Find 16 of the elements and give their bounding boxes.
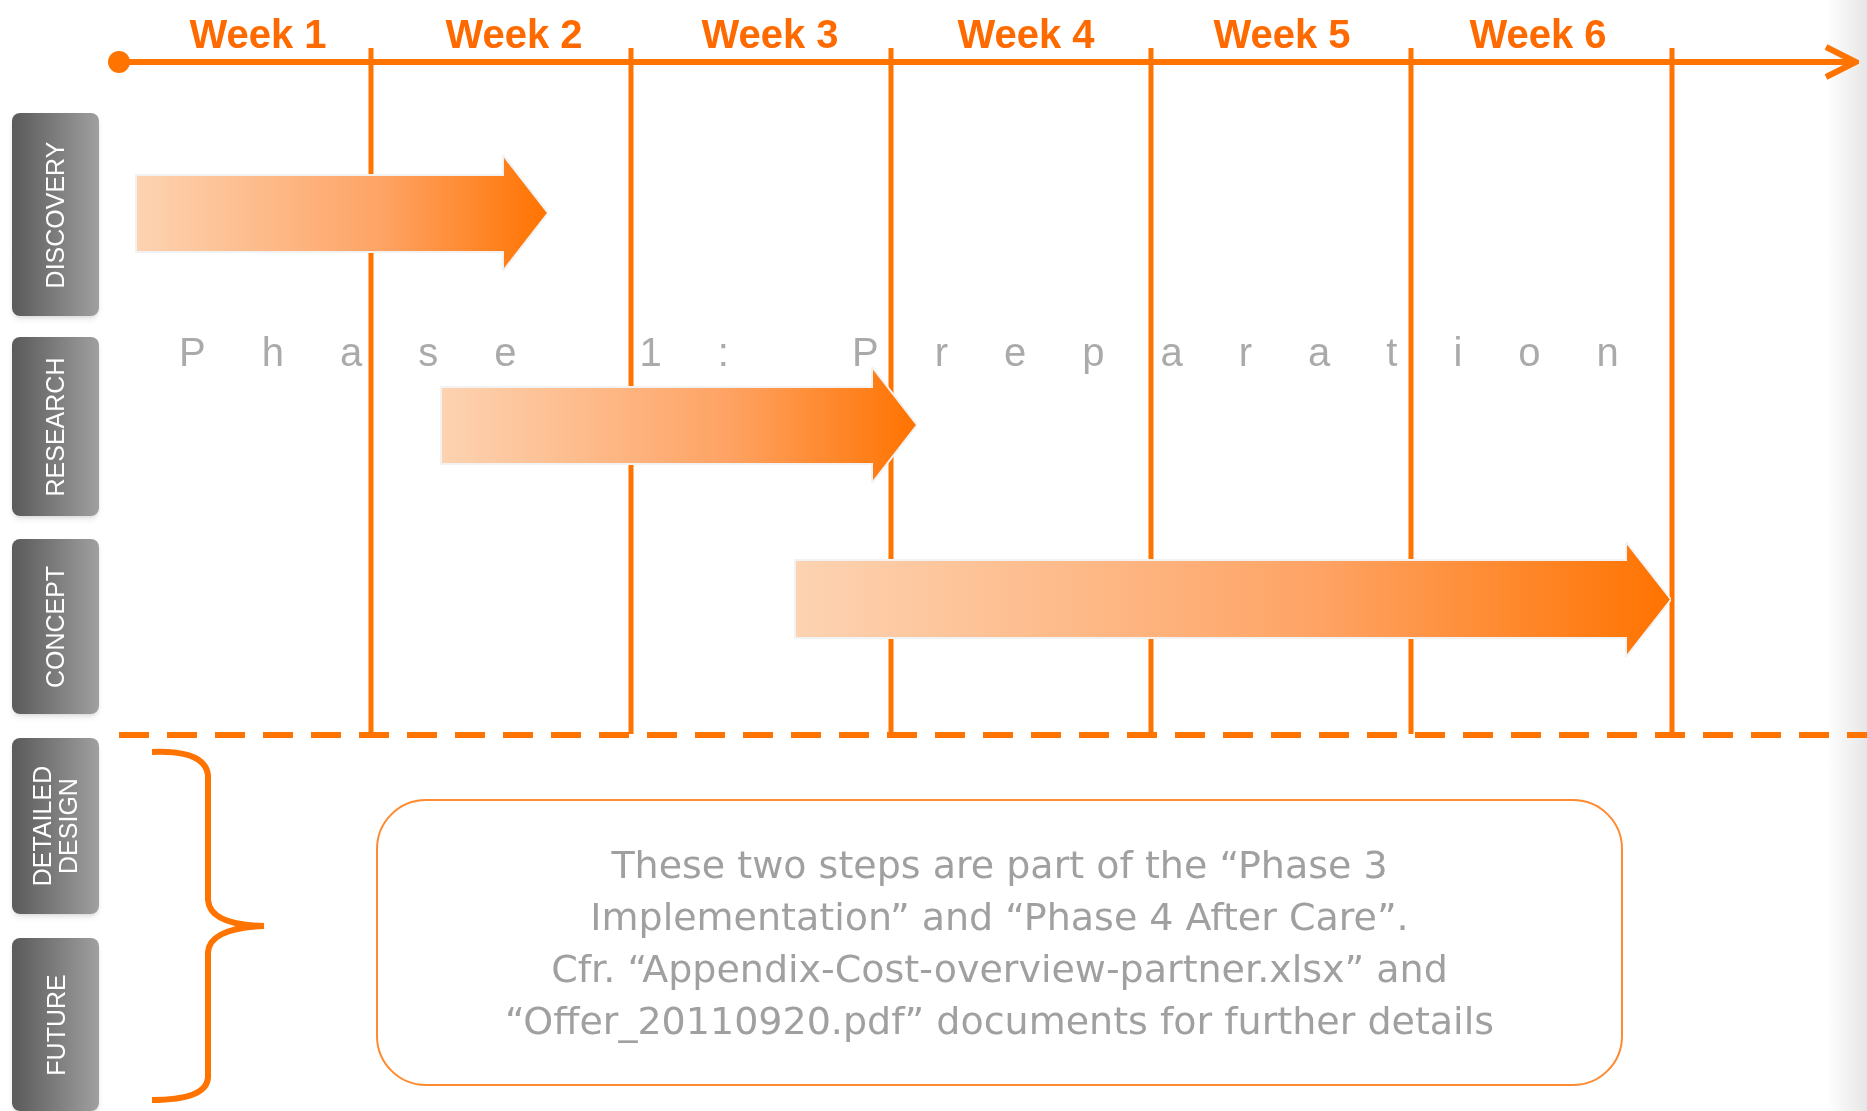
week-label: Week 1 — [189, 11, 327, 58]
phase-tab: DISCOVERY — [12, 113, 99, 316]
phase-tab: FUTURE — [12, 938, 99, 1111]
note-text: These two steps are part of the “Phase 3 Implementation” and “Phase 4 After Care”. — [589, 841, 1410, 941]
week-label: Week 2 — [445, 11, 583, 58]
phase-tab: DETAILED DESIGN — [12, 738, 99, 914]
phase-tab: CONCEPT — [12, 539, 99, 714]
week-label: Week 6 — [1469, 11, 1607, 58]
note-text: Cfr. “Appendix-Cost-overview-partner.xlsx” and “Offer_20110920.pdf” documents for further details — [504, 945, 1495, 1045]
timeline-bar-arrow — [135, 155, 548, 271]
timeline-bar-arrow — [794, 542, 1671, 657]
week-label: Week 4 — [957, 11, 1095, 58]
note-box — [376, 799, 1623, 1086]
week-label: Week 3 — [701, 11, 839, 58]
phase-tab: RESEARCH — [12, 337, 99, 516]
week-label: Week 5 — [1213, 11, 1351, 58]
